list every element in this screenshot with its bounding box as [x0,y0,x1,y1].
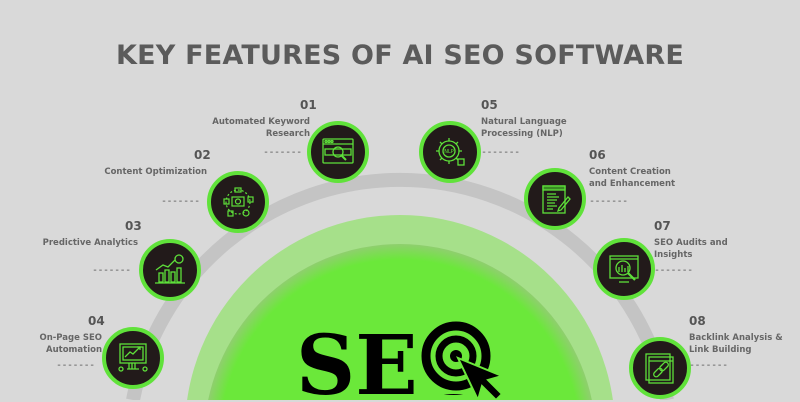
feature-label-04: On-Page SEO Automation [39,333,102,355]
feature-node-04 [102,327,164,389]
document-pen-icon [542,185,571,214]
monitor-trend-icon [118,343,148,372]
browser-link-icon [645,353,674,384]
feature-number-05: 05 [481,98,498,112]
page-title: KEY FEATURES OF AI SEO SOFTWARE [116,40,684,71]
feature-label-01: Automated Keyword Research [212,117,310,139]
feature-label-05: Natural Language Processing (NLP) [481,117,567,139]
feature-number-08: 08 [689,314,706,328]
magnifier-chart-icon [609,255,639,283]
nlp-gear-icon: NLP [436,138,465,166]
dash-divider: ------- [589,196,628,207]
dash-divider: ------- [92,265,131,276]
feature-label-08: Backlink Analysis & Link Building [689,333,783,355]
feature-number-06: 06 [589,148,606,162]
feature-node-01 [307,121,369,183]
svg-text:NLP: NLP [444,149,454,155]
feature-label-03: Predictive Analytics [42,238,138,248]
target-cursor-icon [420,318,506,400]
feature-node-05: NLP [419,121,481,183]
feature-node-02 [207,171,269,233]
feature-node-07 [593,238,655,300]
feature-label-07: SEO Audits and Insights [654,238,728,260]
browser-search-icon [322,138,354,164]
feature-number-03: 03 [125,219,142,233]
dash-divider: ------- [481,147,520,158]
feature-node-06 [524,168,586,230]
feature-number-02: 02 [194,148,211,162]
feature-label-06: Content Creation and Enhancement [589,167,676,189]
dash-divider: ------- [654,265,693,276]
dash-divider: ------- [161,196,200,207]
feature-number-07: 07 [654,219,671,233]
feature-node-08 [629,337,691,399]
center-disc [208,244,592,400]
dash-divider: ------- [689,360,728,371]
feature-number-04: 04 [88,314,105,328]
monitor-gear-network-icon [223,187,254,217]
dash-divider: ------- [56,360,95,371]
feature-number-01: 01 [300,98,317,112]
feature-node-03 [139,239,201,301]
dash-divider: ------- [263,147,302,158]
bar-chart-trend-icon [155,254,185,284]
feature-label-02: Content Optimization [104,167,207,177]
